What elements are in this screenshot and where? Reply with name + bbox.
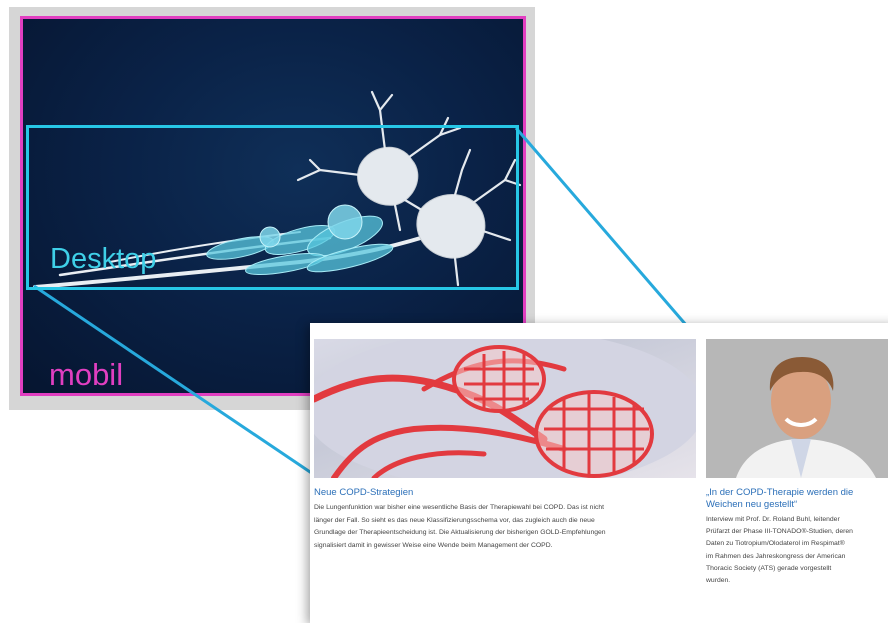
teaser-text-line: Grundlage der Therapieentscheidung ist. … (314, 527, 698, 540)
teaser-copd-strategies[interactable]: Neue COPD-Strategien Die Lungenfunktion … (314, 339, 698, 552)
interview-text-line: Interview mit Prof. Dr. Roland Buhl, lei… (706, 514, 888, 526)
website-preview-card: Neue COPD-Strategien Die Lungenfunktion … (310, 323, 888, 623)
teaser-text-line: signalisiert damit in gewisser Weise ein… (314, 540, 698, 553)
teaser-text-line: Die Lungenfunktion war bisher eine wesen… (314, 502, 698, 515)
interview-title[interactable]: „In der COPD-Therapie werden die Weichen… (706, 487, 888, 511)
portrait-graphic (706, 339, 888, 478)
teaser-text-line: länger der Fall. So sieht es das neue Kl… (314, 515, 698, 528)
alveoli-graphic (314, 339, 696, 478)
portrait-image[interactable] (706, 339, 888, 478)
teaser-interview[interactable]: „In der COPD-Therapie werden die Weichen… (706, 339, 888, 587)
interview-title-line: „In der COPD-Therapie werden die (706, 487, 888, 499)
interview-text-line: wurden. (706, 575, 888, 587)
interview-text-line: im Rahmen des Jahreskongress der America… (706, 551, 888, 563)
interview-title-line: Weichen neu gestellt“ (706, 499, 888, 511)
interview-text-line: Thoracic Society (ATS) gerade vorgestell… (706, 563, 888, 575)
interview-text-line: Prüfarzt der Phase III-TONADO®-Studien, … (706, 526, 888, 538)
mobil-label: mobil (49, 357, 123, 393)
teaser-text: Die Lungenfunktion war bisher eine wesen… (314, 502, 698, 552)
desktop-label: Desktop (50, 243, 156, 276)
alveoli-image[interactable] (314, 339, 696, 478)
interview-text: Interview mit Prof. Dr. Roland Buhl, lei… (706, 514, 888, 587)
interview-text-line: Daten zu Tiotropium/Olodaterol im Respim… (706, 538, 888, 550)
teaser-title[interactable]: Neue COPD-Strategien (314, 487, 698, 499)
